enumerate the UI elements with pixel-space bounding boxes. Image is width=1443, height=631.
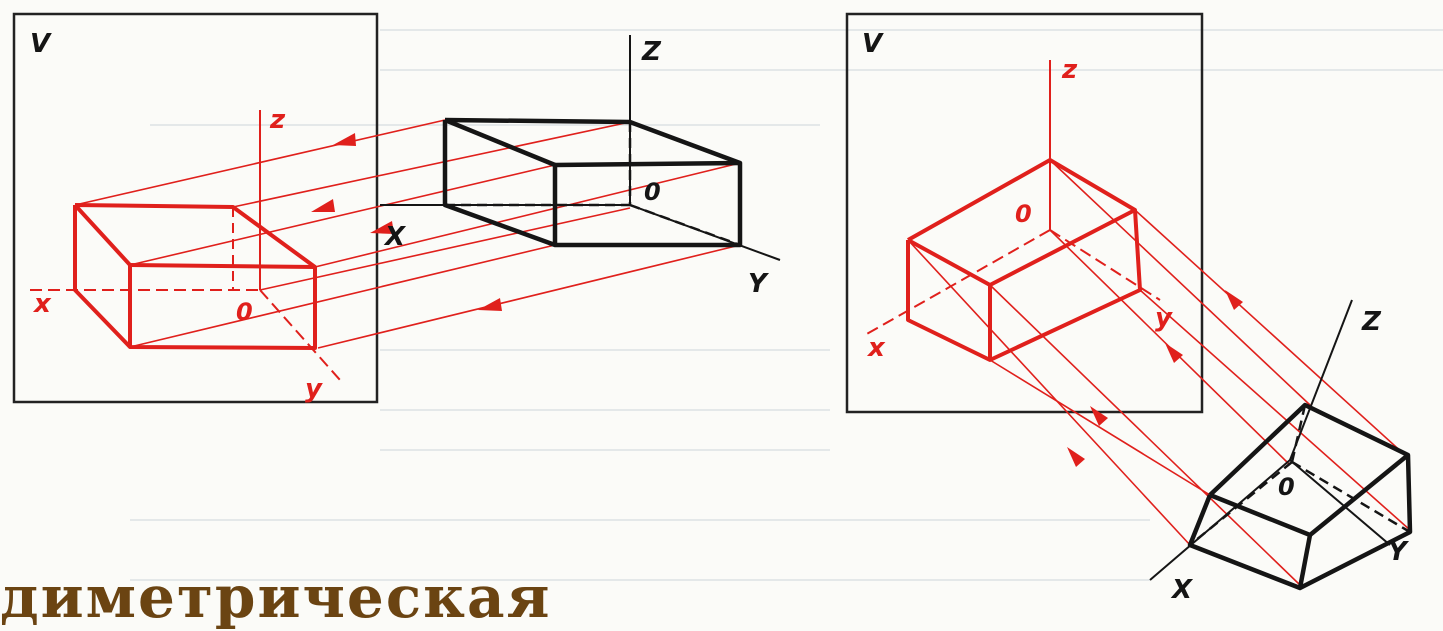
object-box-right-hidden (1189, 404, 1411, 546)
right-axis-z-label: z (1061, 55, 1078, 85)
right-object-x-label: X (1170, 575, 1194, 604)
left-origin-label: 0 (236, 298, 253, 326)
left-axis-y-label: y (305, 374, 323, 404)
left-axis-x-label: x (32, 289, 52, 319)
projected-box-left (73, 203, 317, 350)
right-origin-label: 0 (1015, 200, 1032, 228)
object-axes-right (1149, 299, 1391, 581)
object-axes-left (380, 35, 781, 261)
plane-v-left (12, 12, 379, 404)
projected-box-right (906, 158, 1142, 362)
projection-diagram: V z x 0 y Z X 0 Y (12, 12, 1443, 604)
object-box-left-hidden (445, 122, 741, 247)
right-object-z-label: Z (1361, 307, 1382, 337)
projection-rays-right (907, 159, 1411, 586)
left-plane-label: V (30, 29, 52, 59)
left-object-origin-label: 0 (644, 178, 661, 206)
object-box-left (442, 117, 743, 248)
left-axis-z-label: z (269, 105, 286, 135)
right-plane-label: V (862, 29, 884, 59)
projection-arrows-left (311, 133, 502, 311)
right-axis-x-label: x (866, 333, 886, 363)
left-object-y-label: Y (748, 269, 770, 299)
background-watermark (130, 29, 1443, 581)
plane-v-right (845, 12, 1204, 414)
right-object-y-label: Y (1388, 537, 1410, 567)
right-axis-y-label: y (1155, 303, 1173, 333)
left-object-z-label: Z (641, 37, 662, 67)
left-object-x-label: X (383, 222, 407, 252)
left-projection-axes (30, 110, 341, 381)
caption-text: диметрическая (0, 563, 552, 631)
projection-arrows-right (1067, 290, 1243, 467)
right-object-origin-label: 0 (1278, 473, 1295, 501)
projection-rays-left (74, 119, 741, 349)
